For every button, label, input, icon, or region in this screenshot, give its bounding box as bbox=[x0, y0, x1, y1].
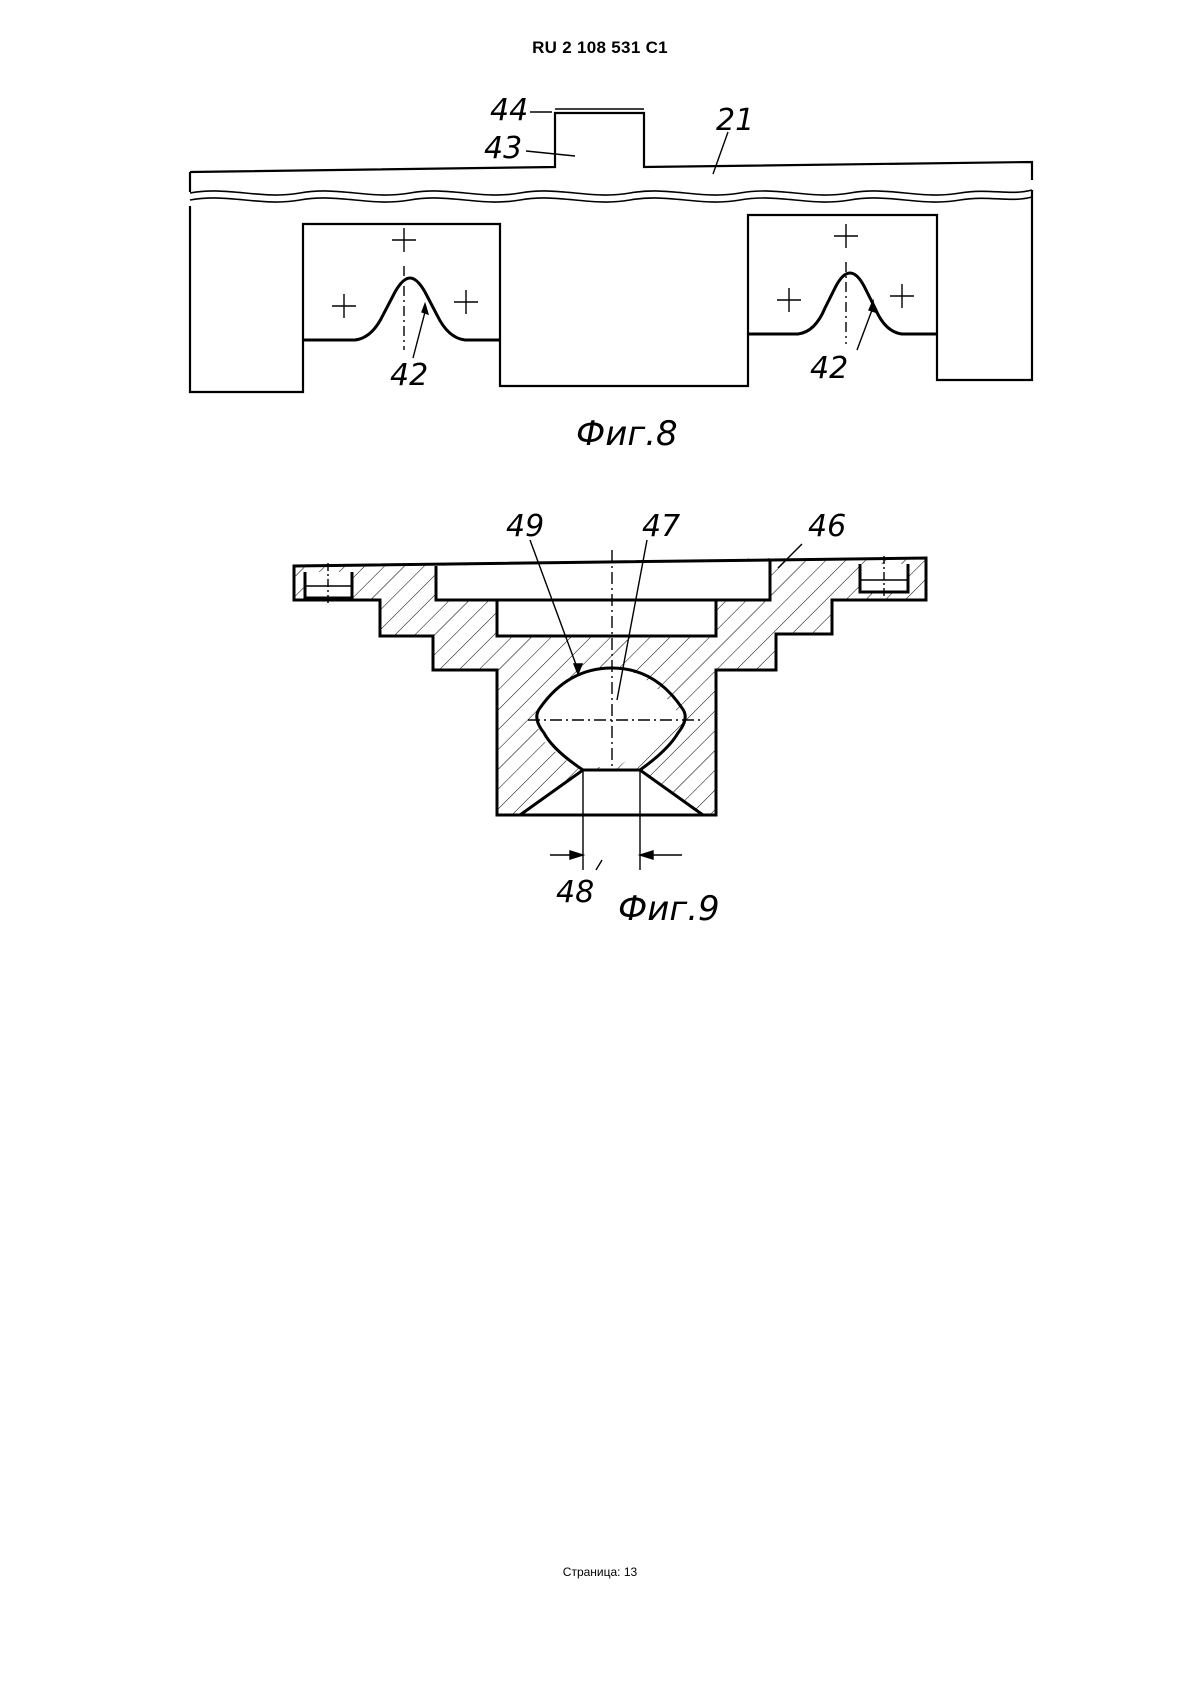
label-46: 46 bbox=[808, 509, 846, 544]
label-44: 44 bbox=[490, 93, 528, 128]
page-number: Страница: 13 bbox=[562, 1565, 638, 1579]
label-43: 43 bbox=[484, 131, 522, 166]
figure-9-drawing: 49 47 46 48 Фиг.9 bbox=[292, 509, 928, 929]
label-49: 49 bbox=[506, 509, 544, 544]
figure-8-caption: Фиг.8 bbox=[576, 414, 678, 454]
label-21: 21 bbox=[716, 103, 754, 138]
figure-8-drawing: 44 43 21 42 42 Фиг.8 bbox=[188, 93, 1034, 454]
label-42-right: 42 bbox=[810, 351, 848, 386]
label-42-left: 42 bbox=[390, 358, 428, 393]
figure-9-caption: Фиг.9 bbox=[618, 889, 720, 929]
patent-number-header: RU 2 108 531 C1 bbox=[532, 38, 668, 57]
label-47: 47 bbox=[642, 509, 680, 544]
label-48: 48 bbox=[556, 875, 594, 910]
